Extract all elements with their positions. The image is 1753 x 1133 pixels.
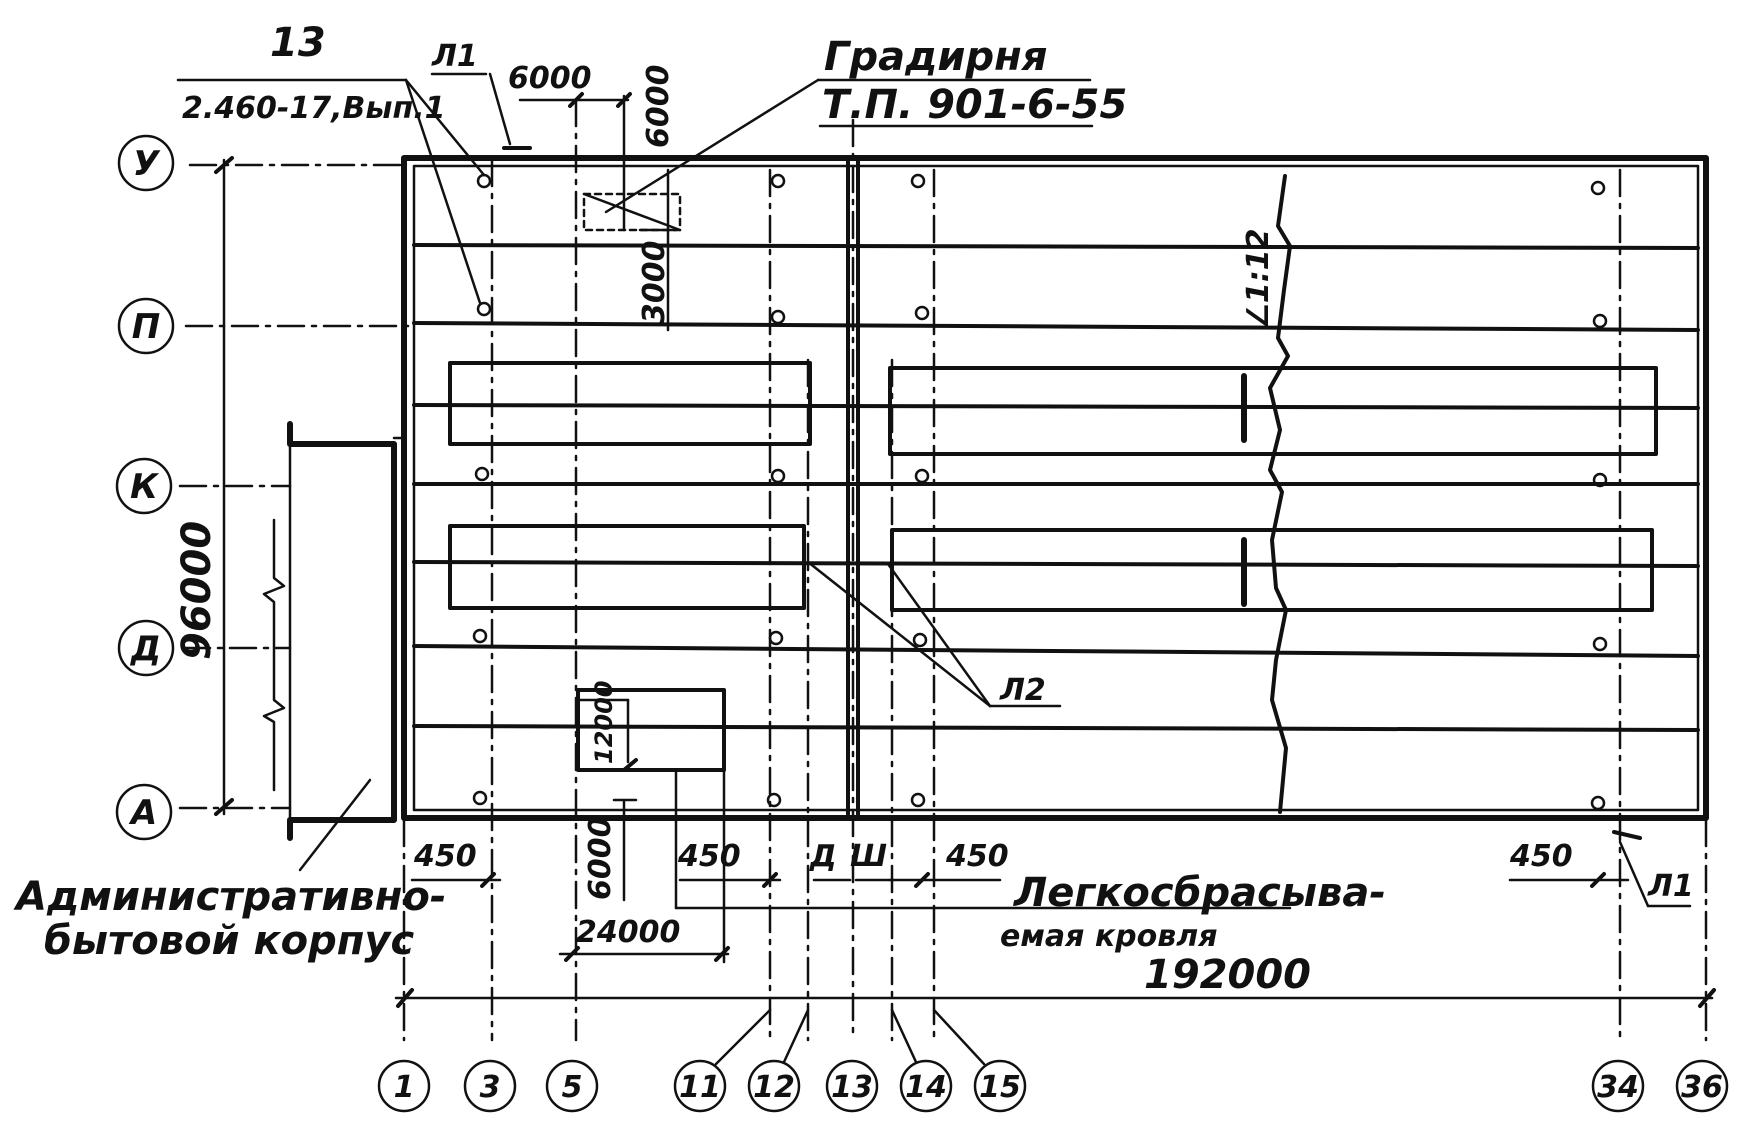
dim-96000: 96000	[174, 521, 220, 660]
dim-450-c: 450	[945, 839, 1009, 874]
svg-text:А: А	[128, 793, 157, 833]
row-axis-d: Д	[117, 619, 175, 677]
roof-purlin-lines	[412, 243, 1700, 732]
svg-text:5: 5	[562, 1070, 583, 1105]
svg-text:12: 12	[753, 1070, 795, 1105]
building-outline	[401, 155, 1709, 821]
svg-text:36: 36	[1681, 1070, 1723, 1105]
dim-450-a: 450	[413, 839, 477, 874]
dim-450-d: 450	[1509, 839, 1573, 874]
svg-text:П: П	[132, 307, 160, 347]
light-roof-line1: Легкосбрасыва-	[1013, 870, 1386, 916]
svg-text:11: 11	[679, 1070, 721, 1105]
admin-building-outline	[262, 421, 406, 841]
callout-l2: Л2	[999, 673, 1046, 708]
row-axis-u: У	[117, 134, 175, 192]
seam-sh: Ш	[850, 839, 887, 874]
sheet-number: 13	[270, 20, 326, 66]
col-axis-34: 34	[1591, 1059, 1645, 1113]
cooling-tower-ref: Т.П. 901-6-55	[822, 82, 1127, 128]
dim-192000: 192000	[1144, 952, 1311, 998]
row-axis-p: П	[117, 297, 175, 355]
expansion-joint	[846, 158, 860, 816]
callout-l1-top: Л1	[431, 39, 478, 74]
dim-12000: 12000	[590, 681, 618, 765]
skylight-lanterns	[448, 361, 1658, 612]
cooling-tower-footprint	[582, 192, 682, 232]
dim-top-6000-v: 6000	[641, 65, 676, 149]
row-axis-bubbles: У П К Д А	[115, 134, 175, 841]
svg-text:1: 1	[394, 1070, 415, 1105]
low-block-outline	[576, 688, 726, 772]
dimension-lines	[214, 92, 1716, 1008]
col-axis-36: 36	[1675, 1059, 1729, 1113]
slope-label: ∠1:12	[1241, 228, 1276, 330]
dim-6000-bottom: 6000	[583, 817, 618, 901]
col-axis-14: 14	[890, 1008, 953, 1113]
cooling-tower-title: Градирня	[824, 34, 1047, 80]
svg-text:К: К	[130, 467, 160, 507]
callout-l1-bottom: Л1	[1647, 869, 1694, 904]
svg-text:У: У	[133, 144, 161, 184]
leader-lines	[176, 72, 1692, 910]
light-roof-line2: емая кровля	[1000, 919, 1218, 954]
dim-450-b: 450	[677, 839, 741, 874]
svg-text:14: 14	[905, 1070, 947, 1105]
row-axis-k: К	[115, 457, 173, 515]
row-axis-a: А	[115, 783, 173, 841]
svg-text:3: 3	[480, 1070, 501, 1105]
svg-text:34: 34	[1597, 1070, 1639, 1105]
svg-text:15: 15	[979, 1070, 1021, 1105]
admin-building-line1: Административно-	[13, 874, 446, 920]
seam-d: Д	[809, 839, 837, 874]
col-axis-15: 15	[932, 1008, 1027, 1113]
col-axis-13: 13	[825, 1059, 879, 1113]
admin-building-line2: бытовой корпус	[44, 918, 414, 964]
dim-24000: 24000	[576, 915, 680, 950]
grid-axis-lines	[178, 98, 1708, 1042]
series-reference: 2.460-17,Вып.1	[182, 91, 445, 126]
dim-top-6000-h: 6000	[508, 61, 592, 96]
dim-3000: 3000	[637, 241, 672, 325]
column-axis-bubbles: 1 3 5 11 12 13 14	[377, 1008, 1729, 1113]
col-axis-1: 1	[377, 1059, 431, 1113]
col-axis-12: 12	[747, 1008, 810, 1113]
svg-text:13: 13	[831, 1070, 873, 1105]
col-axis-11: 11	[673, 1008, 772, 1113]
col-axis-5: 5	[545, 1059, 599, 1113]
text-labels: 13 2.460-17,Вып.1 Л1 6000 6000 3000 Град…	[13, 20, 1694, 998]
svg-text:Д: Д	[130, 629, 161, 669]
col-axis-3: 3	[463, 1059, 517, 1113]
plan-break-line	[1268, 174, 1292, 814]
